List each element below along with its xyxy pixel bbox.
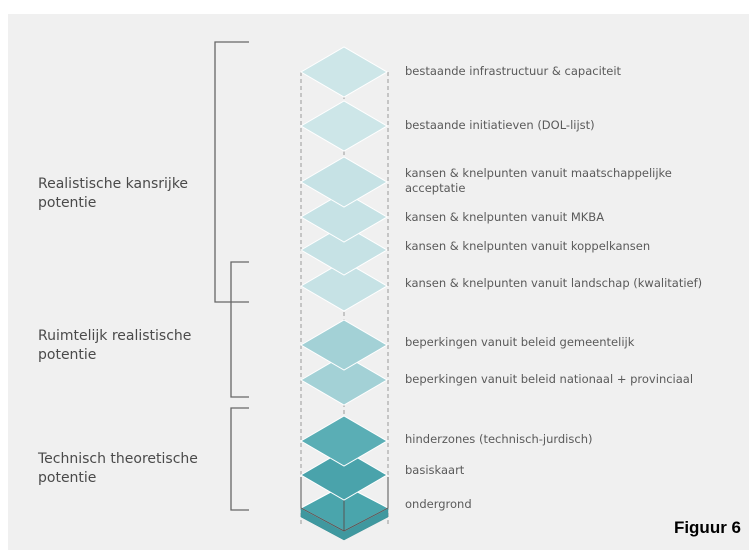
group-label-ruimtelijk-realistisch: Ruimtelijk realistische potentie xyxy=(38,328,192,363)
layer-label-maatschappelijke-acceptatie: kansen & knelpunten vanuit maatschappeli… xyxy=(405,166,672,195)
layer-beleid-gemeentelijk xyxy=(300,319,388,371)
group-label-technisch-theoretisch: Technisch theoretische potentie xyxy=(38,451,198,486)
layer-mkba xyxy=(300,191,388,243)
bracket-realistische-kansrijke xyxy=(214,41,249,303)
figure-label: Figuur 6 xyxy=(673,518,741,537)
layer-label-bestaande-infrastructuur: bestaande infrastructuur & capaciteit xyxy=(405,64,622,78)
layer-label-koppelkansen: kansen & knelpunten vanuit koppelkansen xyxy=(405,239,651,253)
group-label-realistische-kansrijke: Realistische kansrijke potentie xyxy=(38,176,189,211)
layer-landschap xyxy=(300,260,388,312)
layer-label-beleid-nationaal: beperkingen vanuit beleid nationaal + pr… xyxy=(405,372,694,386)
layer-label-bestaande-initiatieven: bestaande initiatieven (DOL-lijst) xyxy=(405,118,595,132)
layer-basiskaart xyxy=(300,449,388,501)
layer-label-ondergrond: ondergrond xyxy=(405,497,472,511)
layer-label-landschap: kansen & knelpunten vanuit landschap (kw… xyxy=(405,276,703,290)
layer-hinderzones xyxy=(300,415,388,467)
layer-label-hinderzones: hinderzones (technisch-jurdisch) xyxy=(405,432,593,446)
layer-bestaande-initiatieven xyxy=(300,100,388,152)
layer-maatschappelijke-acceptatie xyxy=(300,156,388,208)
layer-label-beleid-gemeentelijk: beperkingen vanuit beleid gemeentelijk xyxy=(405,335,635,349)
layer-label-mkba: kansen & knelpunten vanuit MKBA xyxy=(405,210,605,224)
layer-bestaande-infrastructuur xyxy=(300,46,388,98)
bracket-ruimtelijk-realistisch xyxy=(230,261,249,398)
layer-beleid-nationaal xyxy=(300,354,388,406)
layer-label-basiskaart: basiskaart xyxy=(405,463,465,477)
bracket-technisch-theoretisch xyxy=(230,407,249,511)
layers-group xyxy=(300,46,388,501)
